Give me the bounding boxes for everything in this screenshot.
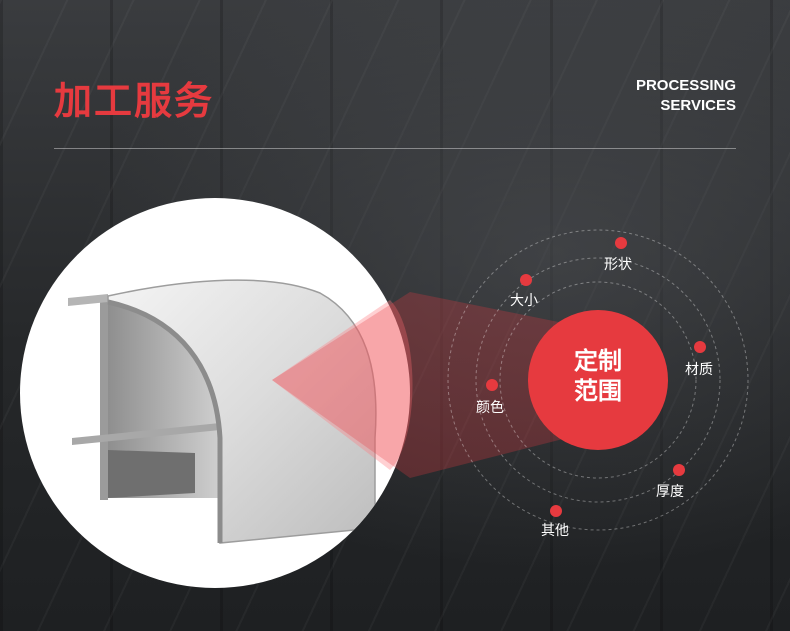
- option-dot: [486, 379, 498, 391]
- option-shape: 形状: [604, 257, 632, 273]
- product-image-circle: [20, 198, 410, 588]
- spotlight-beam: [272, 292, 598, 478]
- subtitle-line-1: PROCESSING: [635, 77, 736, 94]
- header-divider: [54, 148, 736, 149]
- center-label-line-2: 范围: [574, 377, 622, 405]
- orbit-rings: [475, 257, 721, 503]
- option-material: 材质: [685, 362, 713, 378]
- option-dot: [673, 464, 685, 476]
- option-other: 其他: [541, 523, 569, 539]
- center-badge: [528, 310, 668, 450]
- center-label-line-1: 定制: [574, 347, 622, 375]
- spotlight-beam: [272, 300, 413, 470]
- option-dot: [520, 274, 532, 286]
- option-color: 颜色: [476, 400, 504, 416]
- center-label: 定制 范围: [560, 346, 636, 406]
- orbit-rings: [447, 229, 749, 531]
- option-thickness: 厚度: [656, 484, 684, 500]
- option-dot: [615, 237, 627, 249]
- subtitle-line-2: SERVICES: [660, 97, 736, 114]
- page-subtitle-en: PROCESSING SERVICES: [636, 76, 736, 116]
- option-dot: [694, 341, 706, 353]
- option-dot: [550, 505, 562, 517]
- orbit-rings: [499, 281, 697, 479]
- page-title: 加工服务: [54, 79, 215, 123]
- product-profile-image: [68, 279, 377, 544]
- option-size: 大小: [510, 293, 538, 309]
